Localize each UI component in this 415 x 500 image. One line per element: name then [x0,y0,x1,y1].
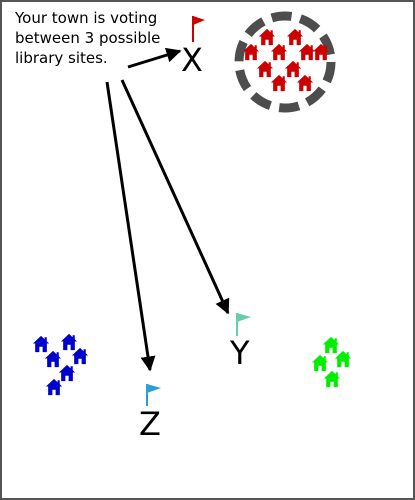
flag-icon-x [192,16,205,42]
arrow-to-x [127,47,182,69]
house-icon [286,28,304,46]
arrows [105,47,230,372]
red-neighborhood [242,28,330,92]
site-label-y: Y [230,334,250,372]
site-label-z: Z [139,405,161,443]
house-icon [334,350,352,368]
house-icon [296,74,314,92]
house-icon [298,43,316,61]
house-icon [312,43,330,61]
house-icon [44,350,62,368]
house-icon [58,364,76,382]
site-label-x: X [181,41,203,79]
house-icon [323,370,341,388]
caption-line-3: library sites. [15,49,108,67]
house-icon [31,351,49,369]
house-icon [71,347,89,365]
house-icon [270,74,288,92]
house-icon [322,336,340,354]
house-icon [45,378,63,396]
caption-text: Your town is voting between 3 possible l… [15,8,185,68]
green-neighborhood [311,336,352,388]
flag-icon-z [146,384,161,406]
blue-neighborhood [31,333,89,396]
house-icon [32,335,50,353]
arrow-to-y [120,79,230,315]
house-icon [270,43,288,61]
house-icon [258,28,276,46]
house-icon [311,354,329,372]
house-icon [256,60,274,78]
highlight-ring [234,11,336,113]
caption-line-1: Your town is voting [15,9,158,27]
house-icon [60,333,78,351]
caption-line-2: between 3 possible [15,29,161,47]
arrow-to-z [105,81,156,372]
flag-icon-y [236,313,251,336]
house-icon [284,60,302,78]
